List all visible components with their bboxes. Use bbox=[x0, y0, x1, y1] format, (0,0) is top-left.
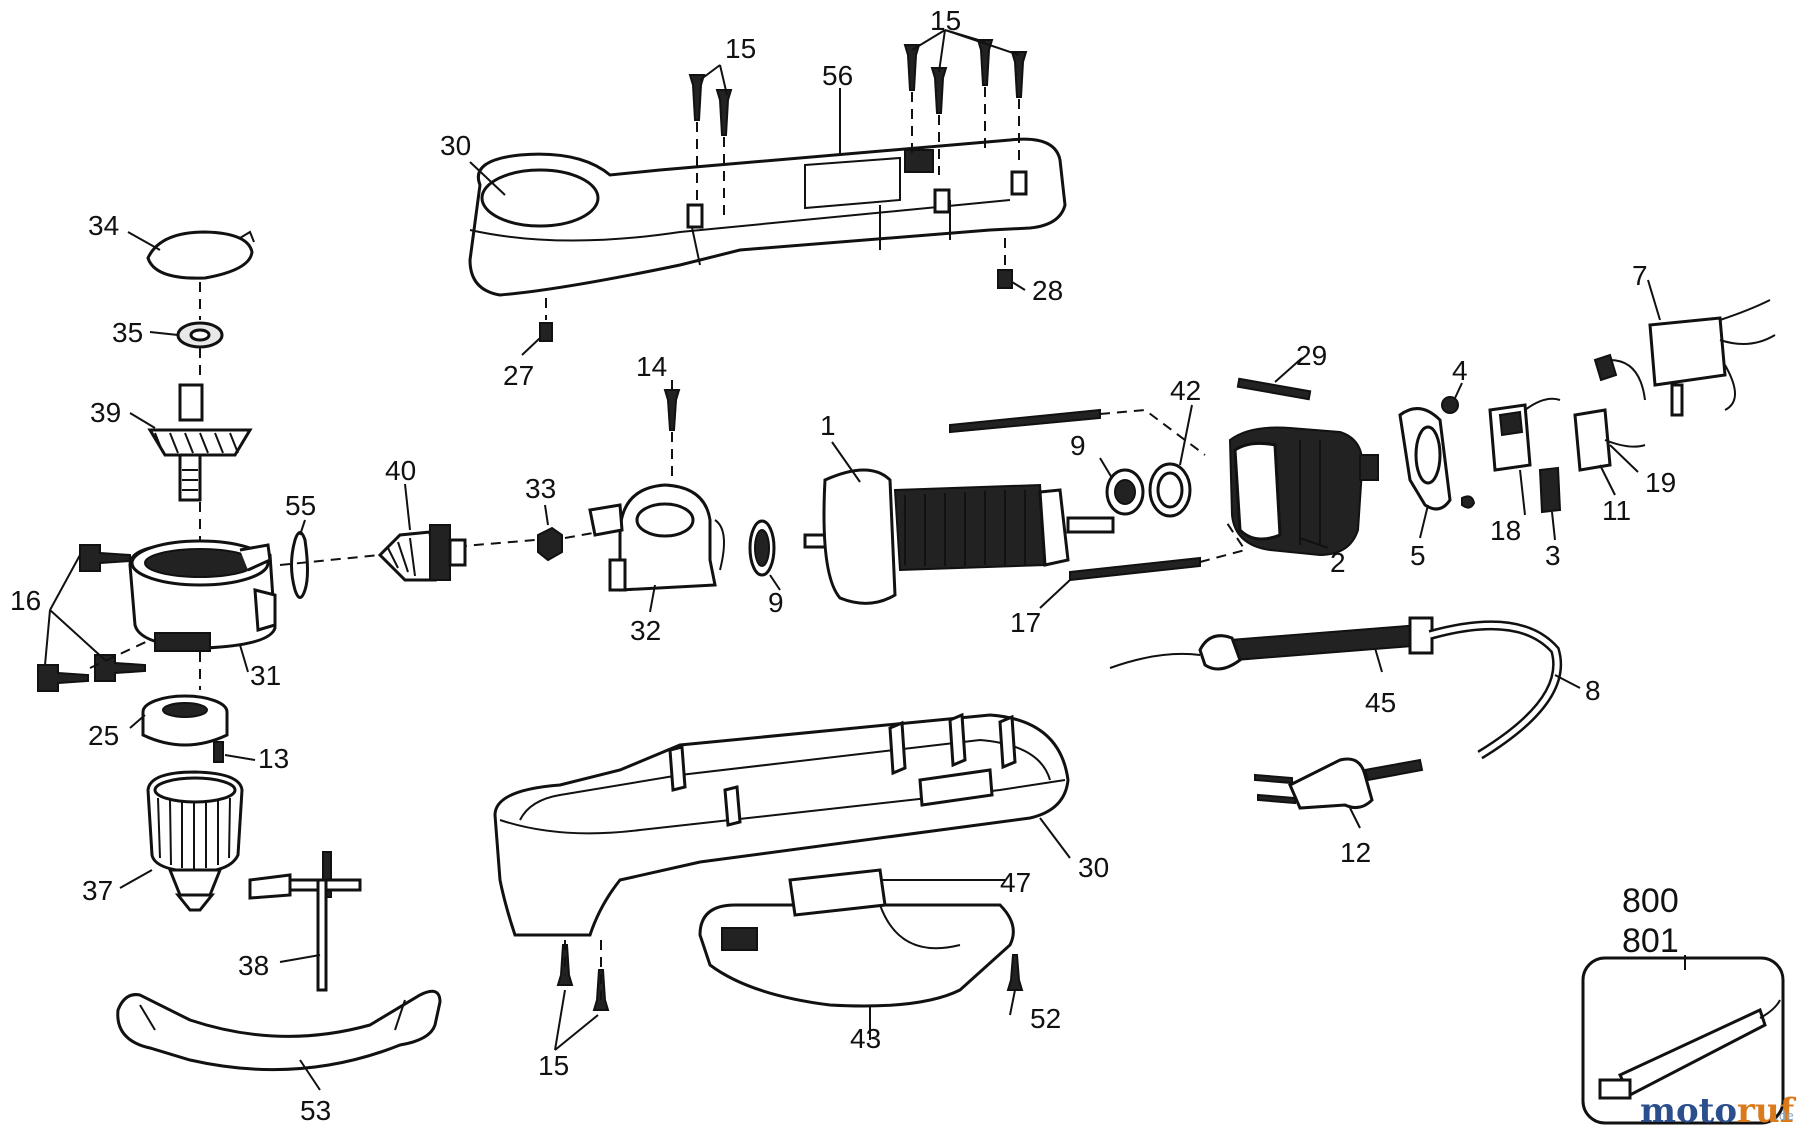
lower-housing bbox=[493, 712, 1070, 937]
box-7 bbox=[1648, 299, 1776, 417]
bearing-9-left bbox=[748, 519, 776, 577]
label-15-bottom: 15 bbox=[538, 1050, 569, 1081]
label-8: 8 bbox=[1585, 675, 1601, 706]
label-56: 56 bbox=[822, 60, 853, 91]
label-55: 55 bbox=[285, 490, 316, 521]
inset-800-801 bbox=[1581, 956, 1785, 1125]
label-39: 39 bbox=[90, 397, 121, 428]
label-31: 31 bbox=[250, 660, 281, 691]
chuck-key-38 bbox=[248, 851, 362, 992]
label-12: 12 bbox=[1340, 837, 1371, 868]
switch-18 bbox=[1488, 397, 1561, 472]
label-1: 1 bbox=[820, 410, 836, 441]
label-47: 47 bbox=[1000, 867, 1031, 898]
label-18: 18 bbox=[1490, 515, 1521, 546]
clip-55 bbox=[290, 531, 309, 599]
label-38: 38 bbox=[238, 950, 269, 981]
label-30-upper: 30 bbox=[440, 130, 471, 161]
label-42: 42 bbox=[1170, 375, 1201, 406]
bearing-housing-32 bbox=[588, 389, 725, 592]
bottom-screws bbox=[556, 940, 1024, 1011]
label-17: 17 bbox=[1010, 607, 1041, 638]
leader-lines bbox=[44, 29, 1686, 1091]
brush-19 bbox=[1593, 353, 1646, 401]
label-5: 5 bbox=[1410, 540, 1426, 571]
pinion-40 bbox=[377, 524, 467, 582]
cord-45-8 bbox=[1109, 616, 1563, 760]
gear-assembly bbox=[146, 230, 255, 550]
svg-text:motoruf: motoruf bbox=[1640, 1091, 1797, 1131]
label-43: 43 bbox=[850, 1023, 881, 1054]
watermark-logo: motoruf .de bbox=[1640, 1091, 1797, 1131]
part-labels: 15 15 56 30 34 35 39 27 28 7 29 42 14 1 … bbox=[10, 5, 1679, 1126]
label-37: 37 bbox=[82, 875, 113, 906]
label-16: 16 bbox=[10, 585, 41, 616]
label-3: 3 bbox=[1545, 540, 1561, 571]
label-15-top-left: 15 bbox=[725, 33, 756, 64]
pin-29 bbox=[1236, 377, 1312, 401]
bearing-25 bbox=[141, 694, 229, 763]
label-40: 40 bbox=[385, 455, 416, 486]
label-45: 45 bbox=[1365, 687, 1396, 718]
label-32: 32 bbox=[630, 615, 661, 646]
label-800: 800 bbox=[1622, 882, 1679, 920]
label-11: 11 bbox=[1602, 495, 1631, 526]
field-2 bbox=[1228, 426, 1379, 557]
switch-trigger-43 bbox=[698, 868, 1015, 1008]
brush-3 bbox=[1538, 466, 1562, 514]
label-33: 33 bbox=[525, 473, 556, 504]
capacitor-11 bbox=[1573, 408, 1646, 472]
label-28: 28 bbox=[1032, 275, 1063, 306]
label-2: 2 bbox=[1330, 547, 1346, 578]
label-34: 34 bbox=[88, 210, 119, 241]
plug-12 bbox=[1254, 757, 1424, 810]
armature-1 bbox=[803, 468, 1115, 605]
label-52: 52 bbox=[1030, 1003, 1061, 1034]
label-801: 801 bbox=[1622, 922, 1679, 960]
label-4: 4 bbox=[1452, 355, 1468, 386]
gearbox-31 bbox=[128, 539, 277, 690]
label-30-lower: 30 bbox=[1078, 852, 1109, 883]
nut-33 bbox=[537, 526, 563, 562]
label-9-right: 9 bbox=[1070, 430, 1086, 461]
label-19: 19 bbox=[1645, 467, 1676, 498]
label-7: 7 bbox=[1632, 260, 1648, 291]
clip-small bbox=[1461, 495, 1476, 509]
label-9-left: 9 bbox=[768, 587, 784, 618]
label-14: 14 bbox=[636, 351, 667, 382]
label-35: 35 bbox=[112, 317, 143, 348]
label-15-top-right: 15 bbox=[930, 5, 961, 36]
bearing-9-right bbox=[1105, 468, 1145, 516]
label-13: 13 bbox=[258, 743, 289, 774]
screws-16 bbox=[37, 544, 151, 692]
chuck-37 bbox=[146, 770, 244, 912]
label-53: 53 bbox=[300, 1095, 331, 1126]
brush-holder-5 bbox=[1398, 407, 1452, 511]
long-screws bbox=[949, 408, 1247, 582]
spring-4 bbox=[1441, 396, 1459, 414]
svg-text:.de: .de bbox=[1775, 1109, 1794, 1123]
label-29: 29 bbox=[1296, 340, 1327, 371]
label-27: 27 bbox=[503, 360, 534, 391]
label-25: 25 bbox=[88, 720, 119, 751]
upper-housing bbox=[468, 137, 1067, 297]
side-handle-53 bbox=[116, 989, 442, 1072]
ring-42 bbox=[1148, 462, 1192, 518]
